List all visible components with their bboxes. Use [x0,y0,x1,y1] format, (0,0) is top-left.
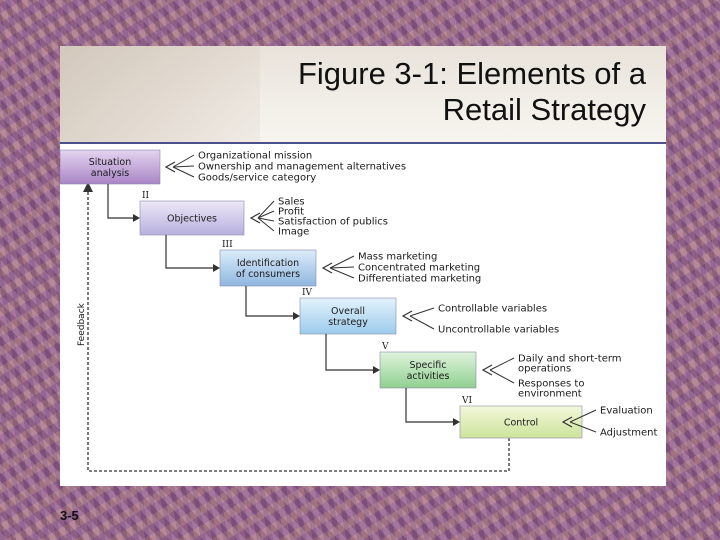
connector-line [569,421,597,433]
connector-line [329,267,355,279]
stage-item-text: Uncontrollable variables [438,325,559,336]
background-photo [60,46,260,142]
stage-box [219,249,317,287]
stage-label: analysis [91,168,130,179]
stage-numeral: III [222,240,233,250]
connector-line [489,357,515,371]
connector-line [257,217,275,232]
stage-item-text: Sales [278,197,305,208]
flow-arrowhead [293,312,300,320]
stage-item-text: Goods/service category [198,173,316,184]
connector-line [257,217,275,222]
arrowhead [481,364,493,376]
title-banner: Figure 3-1: Elements of a Retail Strateg… [60,46,666,142]
stage-item-text: Image [278,227,309,238]
stage-label: of consumers [236,269,300,280]
arrowhead [164,161,176,173]
stage-numeral: II [142,191,150,201]
flow-arrow [405,388,454,423]
stage-numeral: IV [302,288,313,298]
arrowhead [401,310,413,322]
stage-label: activities [407,371,450,382]
connector-line [329,266,355,269]
feedback-label: Feedback [77,302,87,346]
stage-item-text: Mass marketing [358,252,437,263]
connector-line [409,315,435,330]
stage-box [139,200,245,236]
connector-line [569,409,597,423]
stage-label: Identification [237,258,299,269]
feedback-loop: Feedback [77,182,510,472]
arrowhead [561,416,573,428]
flow-arrow [245,286,294,317]
stage-box [299,297,397,335]
stage-item-text: Daily and short-term [518,354,622,365]
connector-line [172,166,195,178]
arrowhead [321,262,333,274]
connector-line [257,200,275,219]
flow-arrowhead [453,418,460,426]
stage-item-text: Adjustment [600,428,657,439]
stage-item-text: Differentiated marketing [358,274,481,285]
stage-label: Specific [410,360,447,371]
stage-item-text: Responses to [518,379,584,390]
stage-item-text: Controllable variables [438,304,547,315]
slide-title: Figure 3-1: Elements of a Retail Strateg… [297,56,646,127]
connector-line [172,154,195,168]
connector-line [257,210,275,219]
stage-numeral: V [381,342,389,352]
flow-arrowhead [213,264,220,272]
stage-numeral: VI [461,396,472,406]
flow-arrow [107,184,134,219]
slide-number: 3-5 [60,508,79,523]
stage-label: strategy [328,317,368,328]
title-divider [60,142,666,144]
connector-line [489,369,515,384]
stage-item-text: Satisfaction of publics [278,217,388,228]
stage-box [60,149,161,185]
arrowhead [249,212,261,224]
stage-item-text: Ownership and management alternatives [198,162,406,173]
stage-label: Situation [89,157,131,168]
flow-arrow [325,334,374,371]
stage-box [379,351,477,389]
stage-label: Objectives [167,214,217,225]
stage-item-text: Organizational mission [198,151,312,162]
stage-label: Overall [331,306,365,317]
stage-item-text: operations [518,364,571,375]
connector-line [172,165,195,168]
stage-box [459,405,583,439]
flow-arrowhead [373,366,380,374]
flow-arrow [165,235,214,269]
stage-item-text: Concentrated marketing [358,263,480,274]
stage-item-text: environment [518,389,582,400]
stage-label: Control [504,418,538,429]
flow-arrowhead [133,214,140,222]
connector-line [409,307,435,317]
connector-line [329,255,355,269]
stage-item-text: Evaluation [600,406,653,417]
stage-item-text: Profit [278,207,304,218]
slide-canvas: Figure 3-1: Elements of a Retail Strateg… [60,46,666,486]
